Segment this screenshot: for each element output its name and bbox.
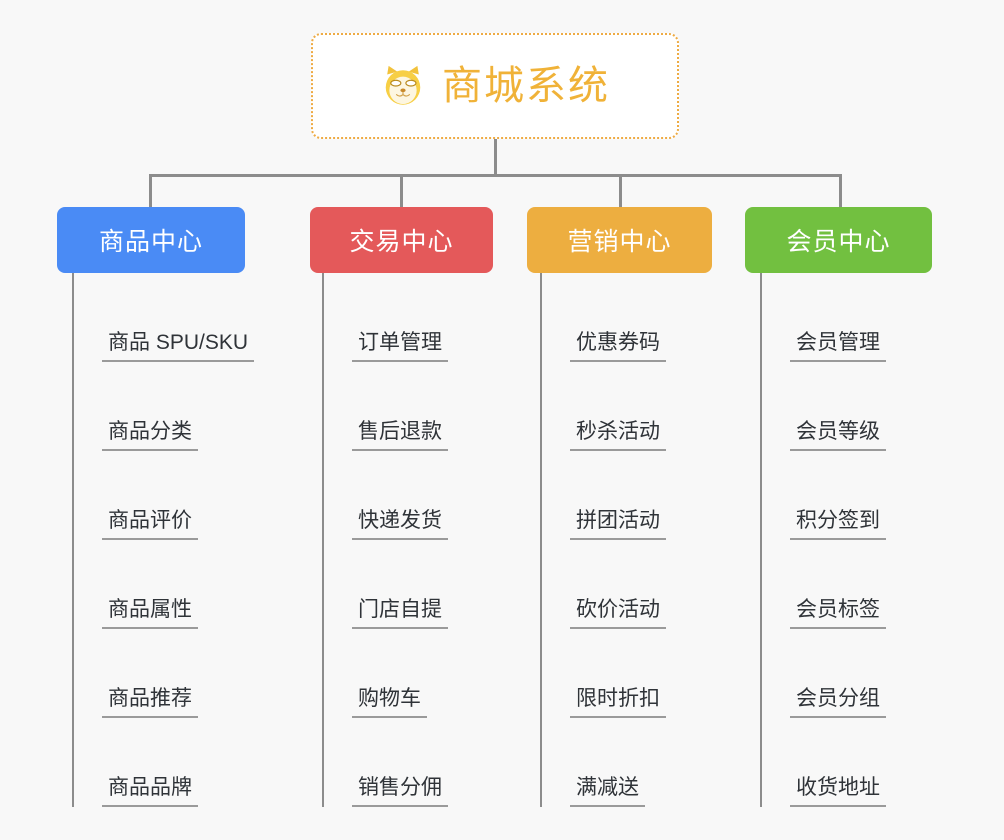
leaf-item[interactable]: 会员管理 xyxy=(760,273,886,362)
leaf-item[interactable]: 商品品牌 xyxy=(72,718,254,807)
leaf-label: 商品分类 xyxy=(108,419,192,443)
leaf-underline: 收货地址 xyxy=(790,776,886,807)
leaf-underline: 商品分类 xyxy=(102,420,198,451)
category-label: 交易中心 xyxy=(349,228,454,256)
leaf-underline: 砍价活动 xyxy=(570,598,666,629)
category-node-商品中心[interactable]: 商品中心 xyxy=(57,207,245,273)
leaf-underline: 购物车 xyxy=(352,687,427,718)
leaf-underline: 商品 SPU/SKU xyxy=(102,330,255,362)
leaf-label: 商品推荐 xyxy=(108,686,192,710)
leaf-item[interactable]: 限时折扣 xyxy=(540,629,666,718)
category-label: 会员中心 xyxy=(786,228,891,256)
leaf-item[interactable]: 商品属性 xyxy=(72,540,254,629)
category-node-会员中心[interactable]: 会员中心 xyxy=(745,207,932,273)
leaf-label: 砍价活动 xyxy=(576,597,660,621)
leaf-item[interactable]: 满减送 xyxy=(540,718,666,807)
leaf-label: 销售分佣 xyxy=(358,775,442,799)
category-label: 营销中心 xyxy=(567,228,672,256)
leaf-label: 满减送 xyxy=(576,775,639,799)
leaf-label: 会员标签 xyxy=(796,597,880,621)
leaf-label: 会员管理 xyxy=(796,330,880,354)
leaf-label: 订单管理 xyxy=(358,330,442,354)
leaf-item[interactable]: 售后退款 xyxy=(322,362,448,451)
leaf-underline: 订单管理 xyxy=(352,331,448,362)
leaf-item[interactable]: 订单管理 xyxy=(322,273,448,362)
leaf-item[interactable]: 秒杀活动 xyxy=(540,362,666,451)
connector-drop-category-3 xyxy=(619,174,622,207)
connector-root-stem xyxy=(494,139,497,176)
leaf-underline: 满减送 xyxy=(570,776,645,807)
leaf-label: 秒杀活动 xyxy=(576,419,660,443)
leaf-spine xyxy=(322,273,324,807)
leaf-item[interactable]: 会员分组 xyxy=(760,629,886,718)
leaf-item[interactable]: 拼团活动 xyxy=(540,451,666,540)
leaf-underline: 限时折扣 xyxy=(570,687,666,718)
root-node-label: 商城系统 xyxy=(442,64,610,108)
category-node-营销中心[interactable]: 营销中心 xyxy=(527,207,712,273)
leaf-underline: 商品属性 xyxy=(102,598,198,629)
leaf-item[interactable]: 商品评价 xyxy=(72,451,254,540)
leaf-label: 商品 SPU/SKU xyxy=(108,330,249,354)
leaf-label: 优惠券码 xyxy=(576,330,660,354)
leaf-column-交易中心: 订单管理 售后退款 快递发货 门店自提 购物车 销售分佣 xyxy=(322,273,448,807)
category-label: 商品中心 xyxy=(98,228,203,256)
leaf-item[interactable]: 会员等级 xyxy=(760,362,886,451)
connector-drop-category-2 xyxy=(400,174,403,207)
leaf-spine xyxy=(72,273,74,807)
leaf-underline: 销售分佣 xyxy=(352,776,448,807)
leaf-label: 会员分组 xyxy=(796,686,880,710)
leaf-spine xyxy=(760,273,762,807)
leaf-label: 积分签到 xyxy=(796,508,880,532)
leaf-underline: 商品品牌 xyxy=(102,776,198,807)
leaf-underline: 门店自提 xyxy=(352,598,448,629)
leaf-item[interactable]: 商品 SPU/SKU xyxy=(72,273,255,362)
leaf-underline: 快递发货 xyxy=(352,509,448,540)
shiba-dog-face-icon xyxy=(380,63,426,109)
leaf-label: 限时折扣 xyxy=(576,686,660,710)
leaf-label: 售后退款 xyxy=(358,419,442,443)
leaf-underline: 商品评价 xyxy=(102,509,198,540)
leaf-label: 购物车 xyxy=(358,686,421,710)
leaf-item[interactable]: 购物车 xyxy=(322,629,448,718)
leaf-underline: 优惠券码 xyxy=(570,331,666,362)
leaf-underline: 售后退款 xyxy=(352,420,448,451)
leaf-label: 收货地址 xyxy=(796,775,880,799)
leaf-item[interactable]: 商品分类 xyxy=(72,362,254,451)
leaf-item[interactable]: 商品推荐 xyxy=(72,629,254,718)
leaf-item[interactable]: 优惠券码 xyxy=(540,273,666,362)
leaf-underline: 会员管理 xyxy=(790,331,886,362)
leaf-label: 拼团活动 xyxy=(576,508,660,532)
leaf-item[interactable]: 收货地址 xyxy=(760,718,886,807)
leaf-label: 会员等级 xyxy=(796,419,880,443)
leaf-item[interactable]: 会员标签 xyxy=(760,540,886,629)
leaf-underline: 会员分组 xyxy=(790,687,886,718)
leaf-underline: 积分签到 xyxy=(790,509,886,540)
leaf-underline: 会员标签 xyxy=(790,598,886,629)
connector-drop-category-1 xyxy=(149,174,152,207)
leaf-item[interactable]: 积分签到 xyxy=(760,451,886,540)
leaf-underline: 秒杀活动 xyxy=(570,420,666,451)
category-node-交易中心[interactable]: 交易中心 xyxy=(310,207,493,273)
leaf-label: 快递发货 xyxy=(358,508,442,532)
leaf-column-商品中心: 商品 SPU/SKU 商品分类 商品评价 商品属性 商品推荐 商品品牌 xyxy=(72,273,255,807)
leaf-item[interactable]: 门店自提 xyxy=(322,540,448,629)
leaf-item[interactable]: 销售分佣 xyxy=(322,718,448,807)
connector-drop-category-4 xyxy=(839,174,842,207)
leaf-item[interactable]: 快递发货 xyxy=(322,451,448,540)
leaf-underline: 商品推荐 xyxy=(102,687,198,718)
leaf-column-营销中心: 优惠券码 秒杀活动 拼团活动 砍价活动 限时折扣 满减送 xyxy=(540,273,666,807)
leaf-label: 商品属性 xyxy=(108,597,192,621)
leaf-label: 商品评价 xyxy=(108,508,192,532)
leaf-spine xyxy=(540,273,542,807)
leaf-label: 商品品牌 xyxy=(108,775,192,799)
leaf-label: 门店自提 xyxy=(358,597,442,621)
leaf-item[interactable]: 砍价活动 xyxy=(540,540,666,629)
leaf-underline: 会员等级 xyxy=(790,420,886,451)
leaf-underline: 拼团活动 xyxy=(570,509,666,540)
leaf-column-会员中心: 会员管理 会员等级 积分签到 会员标签 会员分组 收货地址 xyxy=(760,273,886,807)
connector-horizontal-bus xyxy=(150,174,842,177)
root-node-mall-system[interactable]: 商城系统 xyxy=(311,33,679,139)
